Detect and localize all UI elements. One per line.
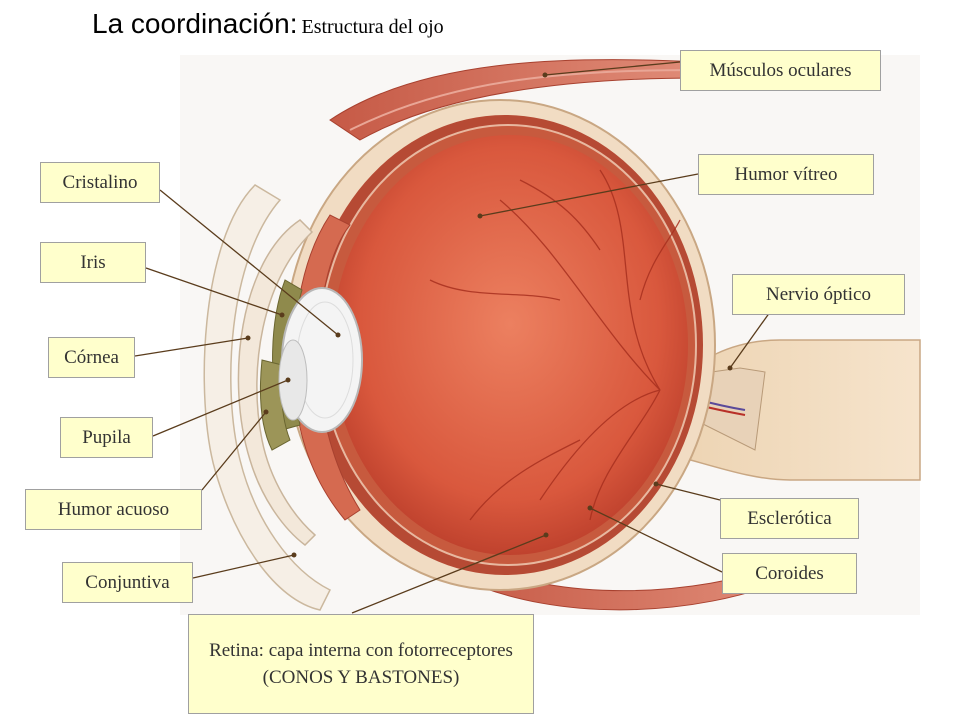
label-esclerotica: Esclerótica bbox=[720, 498, 859, 539]
leader-arrowheads bbox=[245, 72, 733, 558]
label-humor-acuoso: Humor acuoso bbox=[25, 489, 202, 530]
label-pupila: Pupila bbox=[60, 417, 153, 458]
vitreous-body bbox=[332, 135, 688, 555]
leader-lines bbox=[134, 61, 771, 614]
label-coroides: Coroides bbox=[722, 553, 857, 594]
retinal-vessels bbox=[429, 169, 681, 521]
label-nervio-optico: Nervio óptico bbox=[732, 274, 905, 315]
label-conjuntiva: Conjuntiva bbox=[62, 562, 193, 603]
title-subtitle: Estructura del ojo bbox=[301, 16, 444, 38]
cornea bbox=[237, 219, 317, 546]
label-iris: Iris bbox=[40, 242, 146, 283]
label-humor-vitreo: Humor vítreo bbox=[698, 154, 874, 195]
pupil bbox=[278, 339, 308, 421]
label-musculos-oculares: Músculos oculares bbox=[680, 50, 881, 91]
title-main: La coordinación: bbox=[92, 8, 298, 39]
upper-muscle-strand bbox=[349, 69, 701, 131]
page-title: La coordinación: Estructura del ojo bbox=[92, 8, 444, 40]
label-cornea: Córnea bbox=[48, 337, 135, 378]
label-cristalino: Cristalino bbox=[40, 162, 160, 203]
label-retina: Retina: capa interna con fotorreceptores… bbox=[188, 614, 534, 714]
conjunctiva bbox=[203, 184, 332, 611]
